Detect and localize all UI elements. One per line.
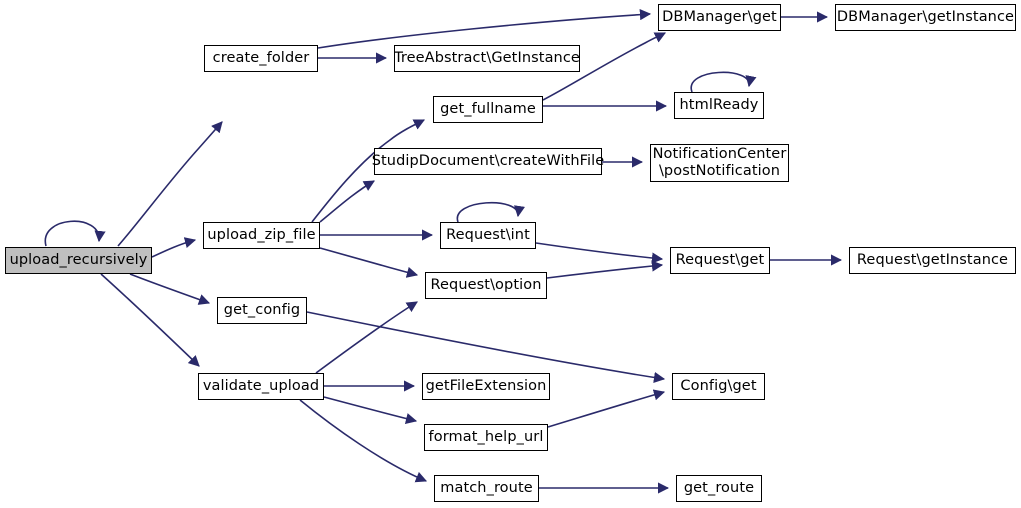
graph-node-upload_recursively[interactable]: upload_recursively xyxy=(5,247,152,274)
edge-get_config-Config_get xyxy=(306,311,666,384)
edge-validate_upload-match_route xyxy=(299,399,428,483)
graph-node-label: Config\get xyxy=(680,378,757,395)
graph-node-DBManager_getInstance[interactable]: DBManager\getInstance xyxy=(835,4,1016,31)
graph-node-label: htmlReady xyxy=(679,97,759,114)
graph-node-Request_option[interactable]: Request\option xyxy=(425,272,547,299)
graph-node-Request_getInstance[interactable]: Request\getInstance xyxy=(849,247,1016,274)
edge-upload_recursively-self xyxy=(44,220,106,247)
graph-node-Request_get[interactable]: Request\get xyxy=(670,247,770,274)
graph-node-validate_upload[interactable]: validate_upload xyxy=(198,373,324,400)
edge-upload_zip_file-StudipDocument_createWithFile xyxy=(319,180,375,223)
graph-node-htmlReady[interactable]: htmlReady xyxy=(674,92,764,119)
edge-upload_recursively-upload_zip_file xyxy=(151,237,197,258)
edge-format_help_url-Config_get xyxy=(547,389,666,428)
edge-htmlReady-self xyxy=(690,71,757,93)
graph-node-label: match_route xyxy=(440,480,533,497)
graph-node-label: get_fullname xyxy=(440,101,536,118)
edge-create_folder-DBManager_get xyxy=(317,9,652,49)
graph-node-label: upload_recursively xyxy=(9,252,148,269)
graph-node-get_config[interactable]: get_config xyxy=(217,297,307,324)
graph-node-Request_int[interactable]: Request\int xyxy=(440,222,536,249)
graph-node-label: TreeAbstract\GetInstance xyxy=(394,50,580,67)
graph-node-label: Request\option xyxy=(430,277,542,294)
graph-node-get_route[interactable]: get_route xyxy=(676,475,762,502)
graph-node-label: validate_upload xyxy=(202,378,320,395)
graph-node-Config_get[interactable]: Config\get xyxy=(672,373,765,400)
graph-node-label: DBManager\getInstance xyxy=(836,9,1015,26)
graph-node-match_route[interactable]: match_route xyxy=(434,475,539,502)
graph-node-label: StudipDocument\createWithFile xyxy=(371,153,605,170)
graph-node-label: upload_zip_file xyxy=(207,227,316,244)
graph-node-NotificationCenter_postNotification[interactable]: NotificationCenter \postNotification xyxy=(650,144,789,182)
graph-node-label: Request\get xyxy=(675,252,765,269)
graph-node-label: get_config xyxy=(223,302,301,319)
edge-Request_option-Request_get xyxy=(546,260,664,279)
graph-node-label: NotificationCenter \postNotification xyxy=(652,146,787,179)
edge-Request_int-self xyxy=(456,201,526,223)
graph-node-label: DBManager\get xyxy=(662,9,777,26)
graph-node-create_folder[interactable]: create_folder xyxy=(204,45,318,72)
edge-upload_recursively-validate_upload xyxy=(100,273,200,367)
graph-node-upload_zip_file[interactable]: upload_zip_file xyxy=(203,222,320,249)
graph-node-label: get_route xyxy=(683,480,755,497)
edge-Request_int-Request_get xyxy=(535,242,664,264)
graph-node-label: Request\int xyxy=(446,227,530,244)
edge-upload_recursively-get_config xyxy=(129,273,211,305)
edge-validate_upload-format_help_url xyxy=(323,396,418,424)
graph-node-get_fullname[interactable]: get_fullname xyxy=(433,96,543,123)
edge-validate_upload-Request_option xyxy=(315,301,418,374)
graph-node-format_help_url[interactable]: format_help_url xyxy=(424,424,548,451)
graph-node-StudipDocument_createWithFile[interactable]: StudipDocument\createWithFile xyxy=(371,148,605,175)
graph-node-label: create_folder xyxy=(212,50,310,67)
graph-node-label: Request\getInstance xyxy=(856,252,1009,269)
edge-upload_zip_file-Request_option xyxy=(319,247,419,278)
graph-node-DBManager_get[interactable]: DBManager\get xyxy=(658,4,781,31)
graph-node-label: format_help_url xyxy=(428,429,544,446)
graph-node-TreeAbstract_GetInstance[interactable]: TreeAbstract\GetInstance xyxy=(394,45,580,72)
graph-node-getFileExtension[interactable]: getFileExtension xyxy=(422,373,550,400)
graph-node-label: getFileExtension xyxy=(425,378,547,395)
